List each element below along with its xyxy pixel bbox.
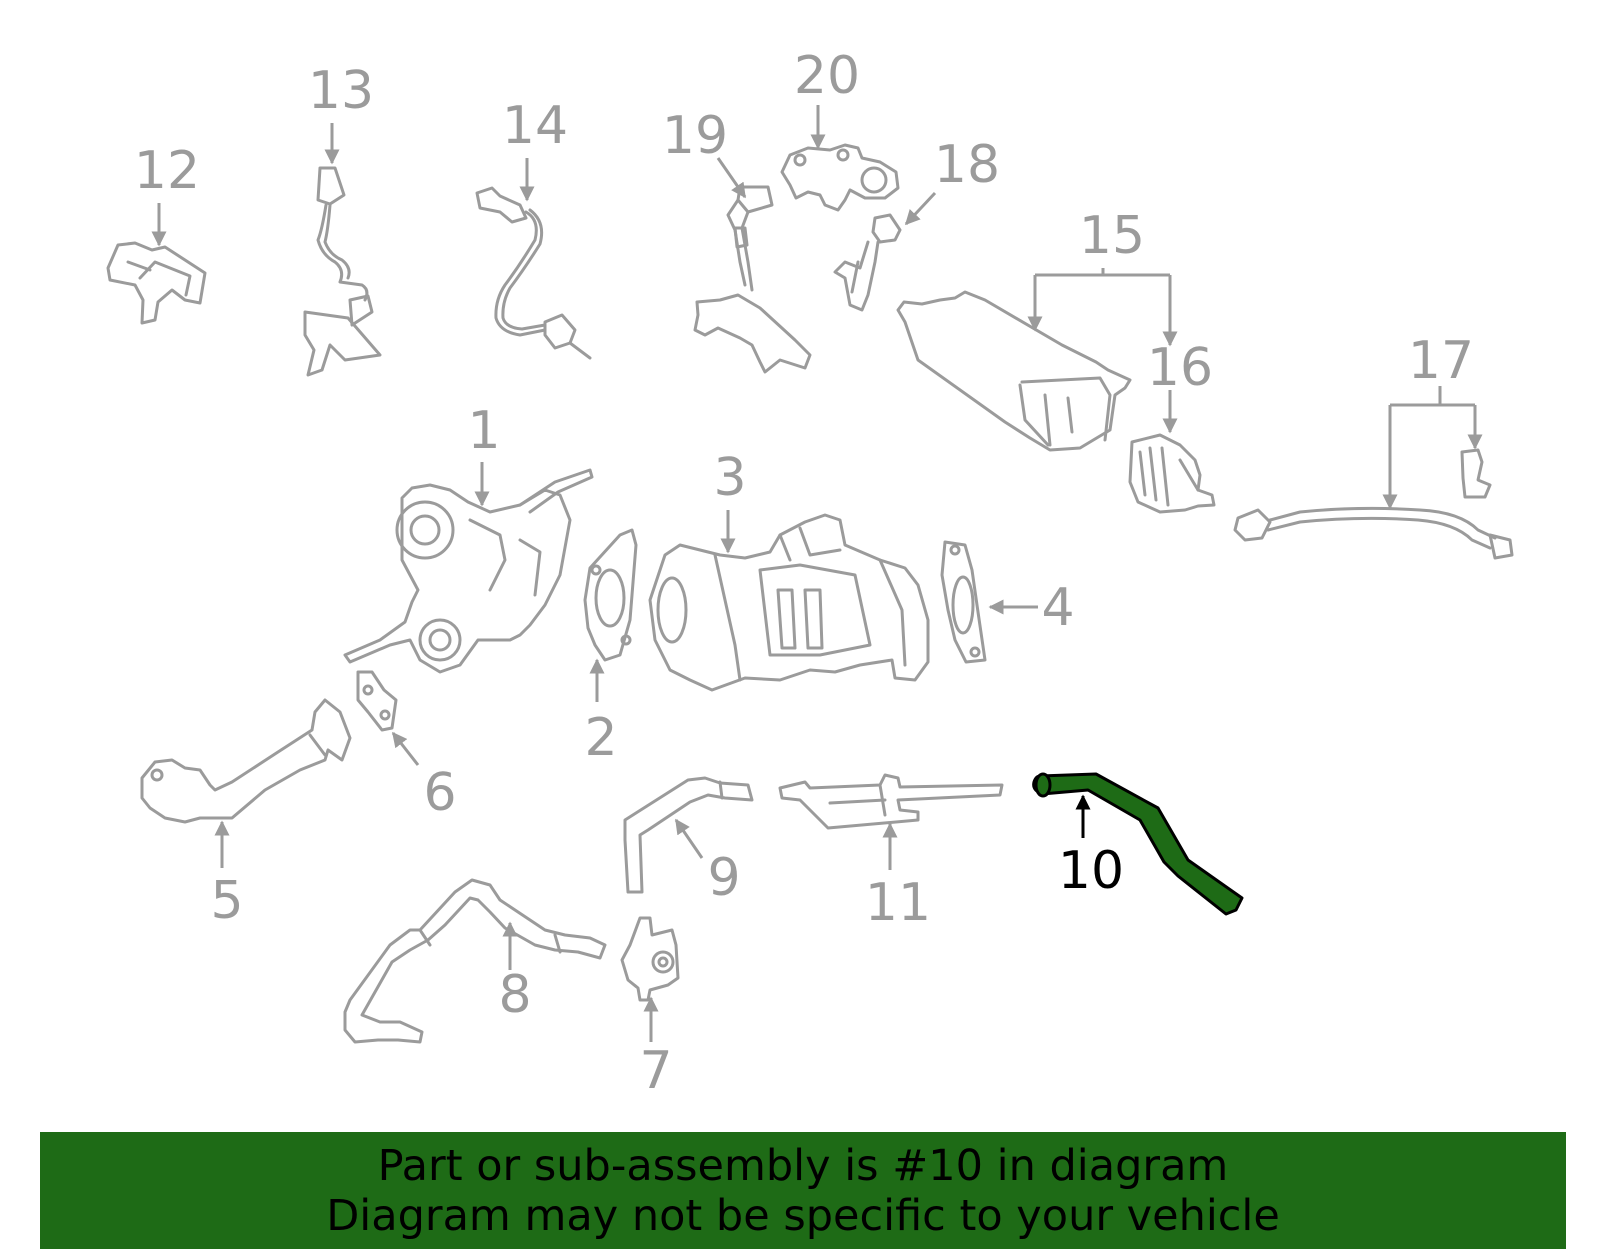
callout-11: 11 <box>865 873 931 933</box>
part-18-hose[interactable] <box>833 213 902 312</box>
callout-16: 16 <box>1147 338 1213 398</box>
callout-15: 15 <box>1079 206 1145 266</box>
callout-20: 20 <box>794 46 860 106</box>
callout-8: 8 <box>498 965 531 1025</box>
part-13-oxygen-sensor[interactable] <box>303 166 382 377</box>
callout-17: 17 <box>1408 331 1474 391</box>
part-12-sensor[interactable] <box>106 241 207 325</box>
callout-10: 10 <box>1058 841 1124 901</box>
callout-3: 3 <box>713 448 746 508</box>
callout-9: 9 <box>707 848 740 908</box>
banner-line-disclaimer: Diagram may not be specific to your vehi… <box>326 1190 1280 1241</box>
callout-5: 5 <box>210 871 243 931</box>
part-7-sensor[interactable] <box>620 916 680 1002</box>
leader-15 <box>1033 268 1172 340</box>
callout-14: 14 <box>502 96 568 156</box>
callout-1: 1 <box>467 401 500 461</box>
part-20-valve[interactable] <box>780 143 900 212</box>
part-3-egr-cooler[interactable] <box>648 513 930 692</box>
part-9-pipe[interactable] <box>623 776 754 894</box>
leader-17 <box>1390 386 1475 407</box>
callout-4: 4 <box>1041 578 1074 638</box>
part-11-bracket[interactable] <box>778 773 1004 830</box>
leader-18 <box>904 191 937 226</box>
part-15-canister[interactable] <box>896 290 1132 452</box>
part-17-hose[interactable] <box>1233 448 1514 560</box>
callout-13: 13 <box>308 61 374 121</box>
callout-12: 12 <box>134 141 200 201</box>
part-5-pipe[interactable] <box>140 698 352 824</box>
part-6-gasket[interactable] <box>356 670 398 732</box>
callout-18: 18 <box>934 135 1000 195</box>
callout-7: 7 <box>639 1041 672 1101</box>
leader-6 <box>391 731 420 766</box>
part-2-gasket[interactable] <box>583 528 638 662</box>
part-16-solenoid[interactable] <box>1128 433 1216 514</box>
part-4-gasket[interactable] <box>940 540 987 664</box>
leader-lines <box>151 105 1483 1042</box>
callout-labels: 12 13 14 20 19 18 15 16 17 1 3 4 2 6 5 9… <box>134 46 1474 1101</box>
leader-19 <box>716 157 747 199</box>
part-14-oxygen-sensor[interactable] <box>475 186 592 360</box>
callout-19: 19 <box>662 106 728 166</box>
part-10-hose-highlighted[interactable] <box>1032 772 1244 916</box>
part-1-egr-valve[interactable] <box>343 468 594 674</box>
leader-9 <box>674 818 704 859</box>
banner-line-part-number: Part or sub-assembly is #10 in diagram <box>377 1140 1229 1191</box>
callout-6: 6 <box>423 763 456 823</box>
info-banner: Part or sub-assembly is #10 in diagram D… <box>40 1132 1566 1249</box>
part-19-sensor[interactable] <box>693 185 812 374</box>
part-8-pipe[interactable] <box>343 878 607 1044</box>
callout-2: 2 <box>584 708 617 768</box>
